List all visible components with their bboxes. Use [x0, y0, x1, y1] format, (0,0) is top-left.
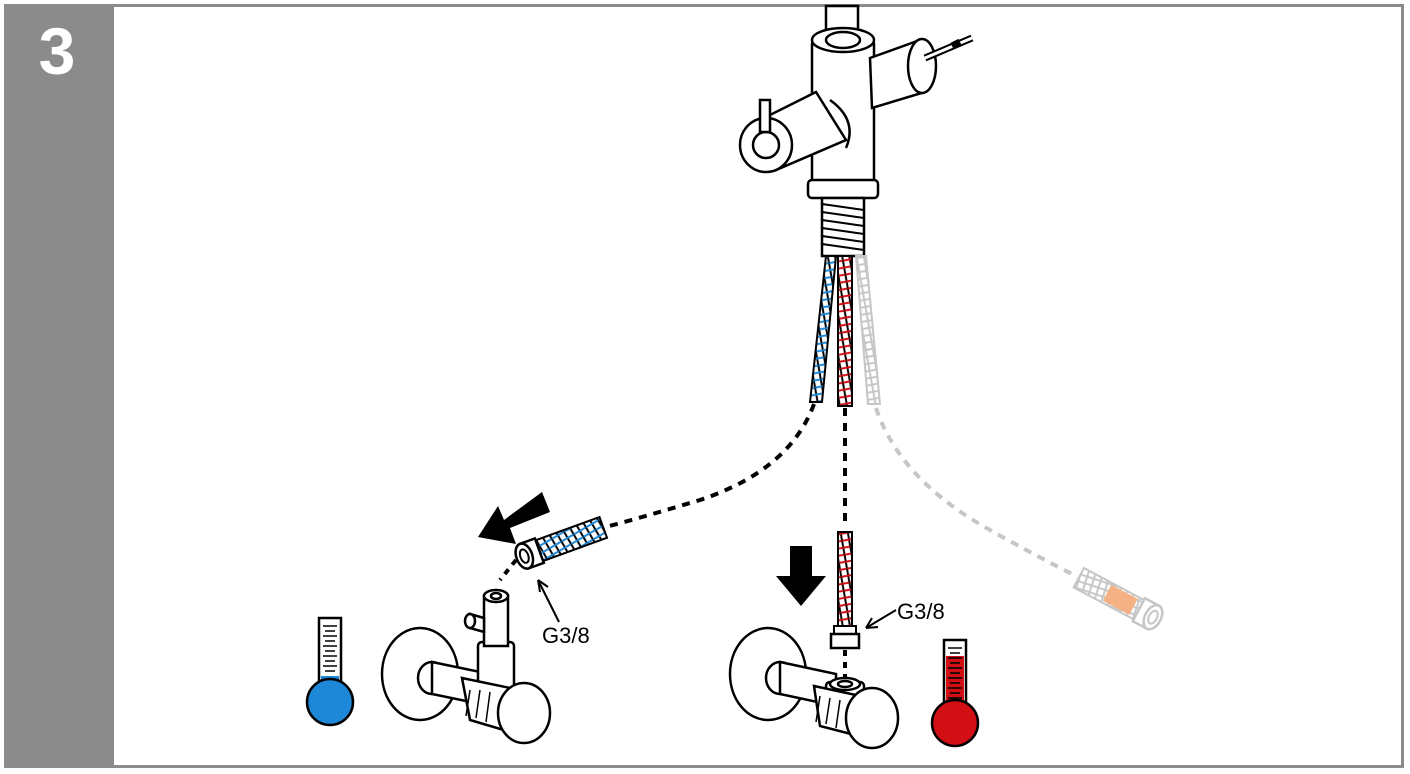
hot-hose-icon	[829, 255, 861, 678]
step-sidebar	[7, 7, 114, 765]
filter-hose-icon	[854, 255, 1164, 631]
cold-angle-valve-icon	[380, 588, 552, 745]
cold-thermometer-icon	[305, 616, 355, 727]
cold-hose-icon	[498, 255, 838, 582]
faucet-icon	[738, 4, 974, 258]
cold-connection-label: G3/8	[542, 623, 590, 648]
arrow-down-icon	[776, 546, 826, 606]
hot-angle-valve-icon	[728, 626, 900, 750]
hot-thermometer-icon	[930, 638, 980, 748]
step-number: 3	[38, 14, 76, 88]
arrow-left-icon	[478, 492, 550, 544]
hot-connection-label: G3/8	[897, 599, 945, 624]
instruction-frame	[4, 4, 1404, 768]
